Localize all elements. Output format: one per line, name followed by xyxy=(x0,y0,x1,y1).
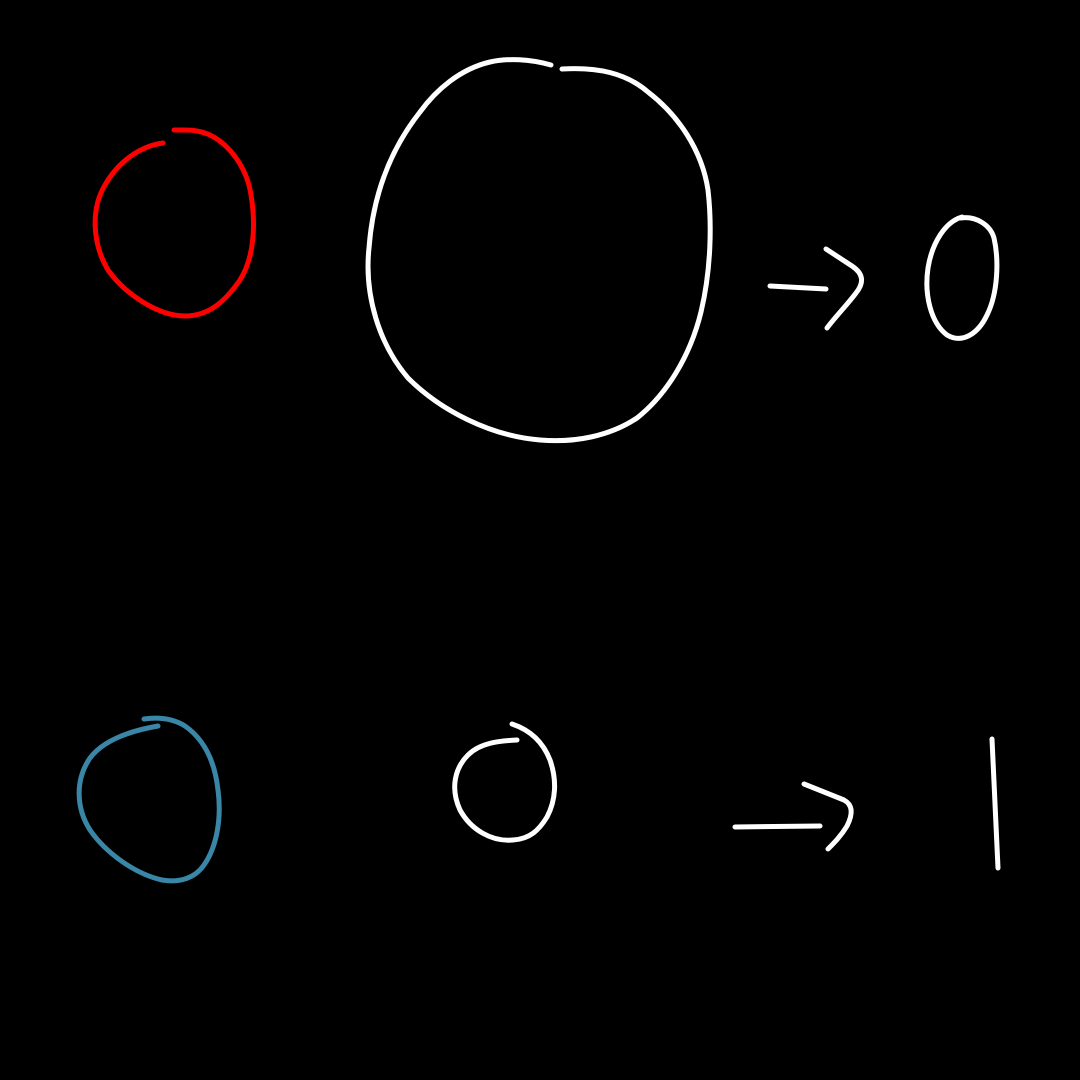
digit-one-output xyxy=(989,736,1001,871)
digit-zero-output xyxy=(924,214,1000,341)
large-white-circle xyxy=(365,57,713,444)
red-circle-marker xyxy=(92,127,256,319)
row-1 xyxy=(92,57,1000,444)
arrow-2 xyxy=(732,781,854,852)
arrow-2-head xyxy=(801,781,854,852)
arrow-1-shaft xyxy=(767,283,829,292)
arrow-1 xyxy=(767,246,864,331)
arrow-2-shaft xyxy=(732,823,823,830)
blue-circle-marker xyxy=(76,715,222,884)
row-2 xyxy=(76,715,1001,884)
arrow-1-head xyxy=(823,246,864,331)
small-white-circle xyxy=(452,721,557,843)
